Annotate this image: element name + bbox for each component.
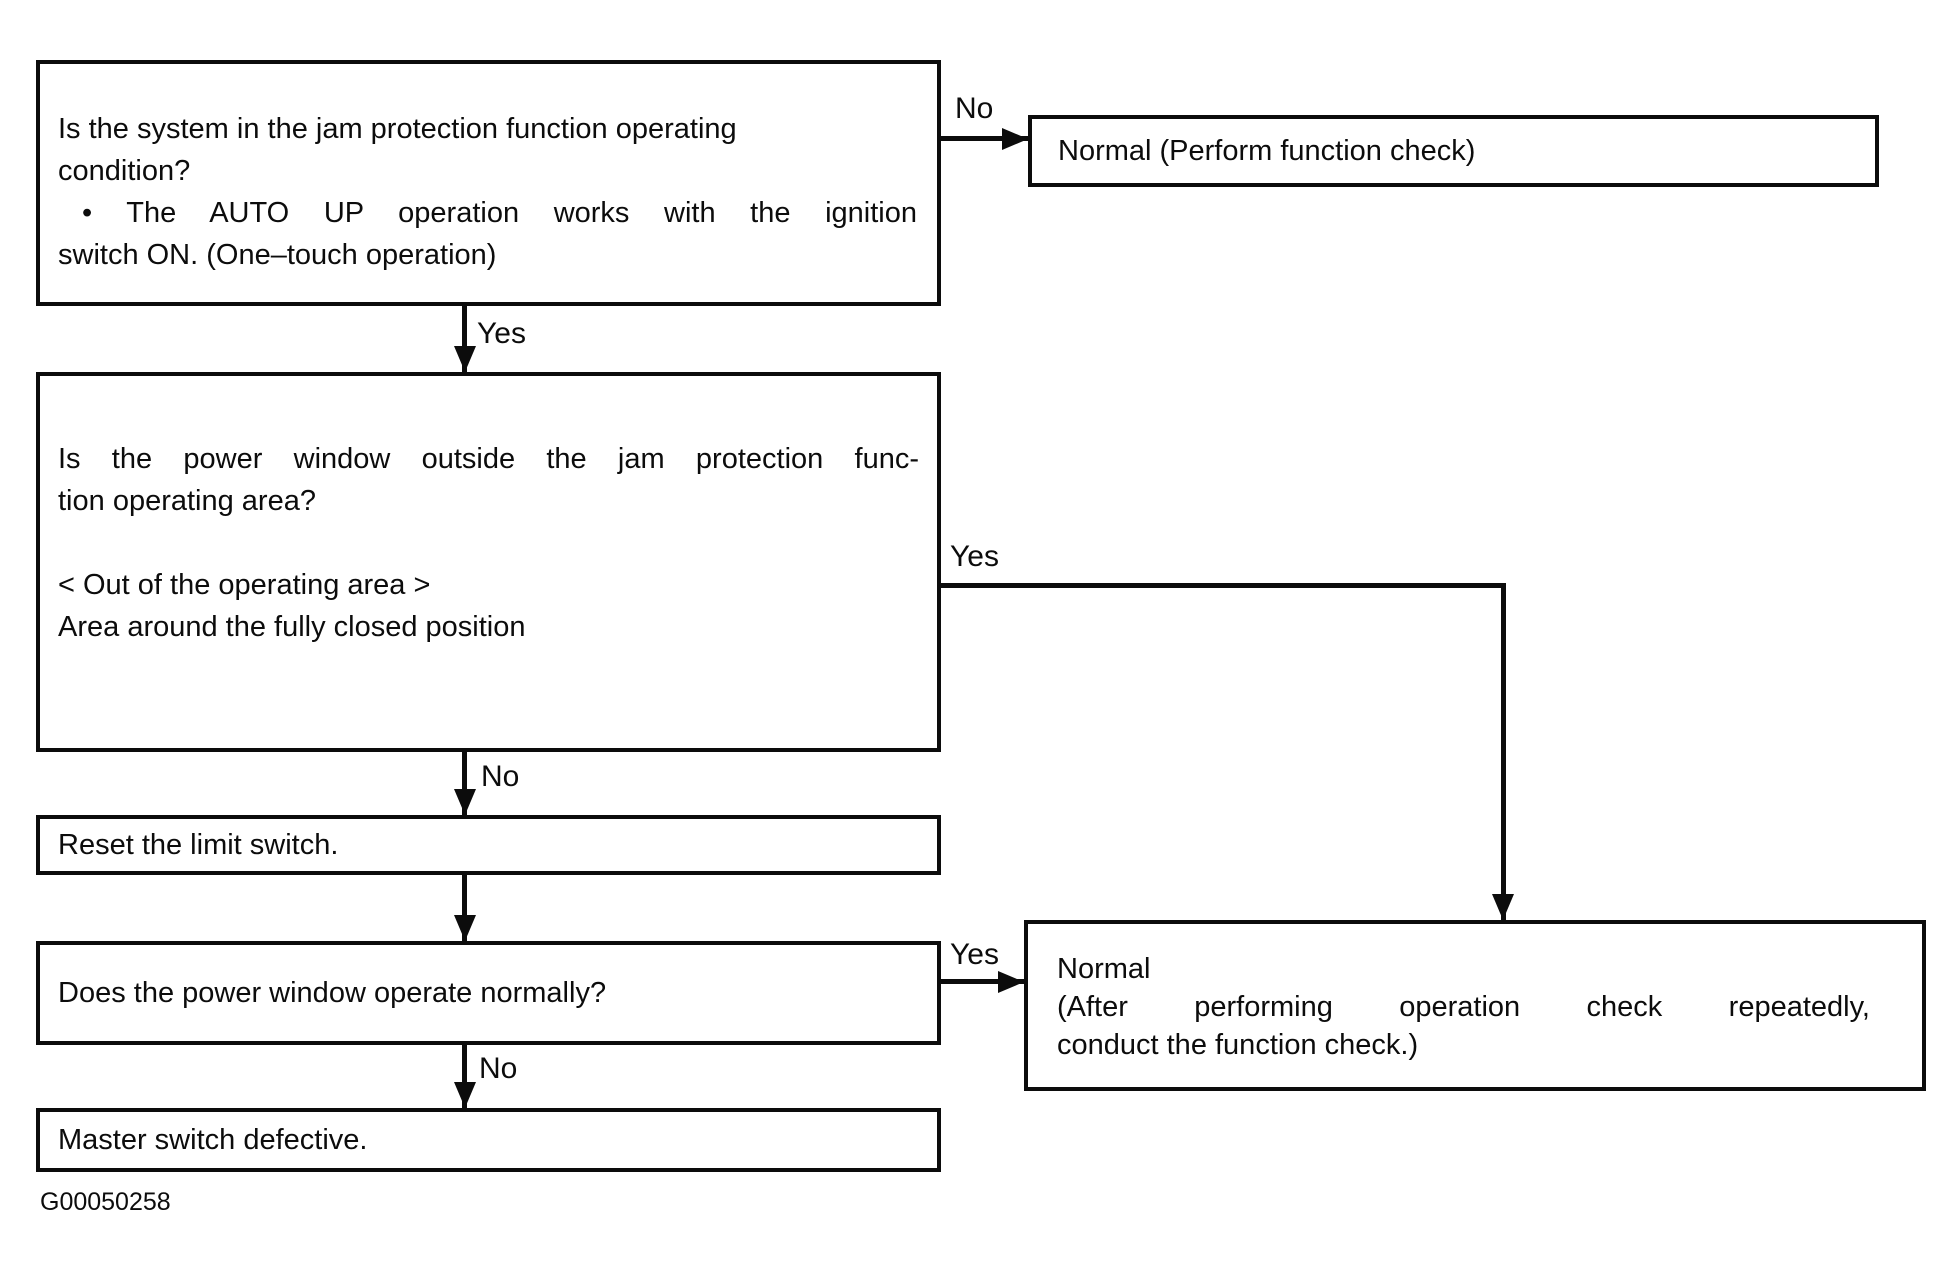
arrow-q3-yes-head <box>998 971 1024 993</box>
node-text-line: Master switch defective. <box>58 1124 368 1156</box>
node-text-line: conduct the function check.) <box>1057 1029 1419 1061</box>
node-text-line: • The AUTO UP operation works with the i… <box>82 197 917 229</box>
node-text-line: Area around the fully closed position <box>58 611 526 643</box>
edge-label-q3-no: No <box>479 1052 518 1085</box>
node-text-line: Is the system in the jam protection func… <box>58 113 737 145</box>
arrow-q1-no-head <box>1002 128 1028 150</box>
arrow-reset-to-q3-line <box>462 875 467 942</box>
edge-label-q3-yes: Yes <box>950 938 999 971</box>
node-normal-perform-function-check: Normal (Perform function check) <box>1028 115 1879 187</box>
arrow-q3-no-head <box>454 1082 476 1108</box>
arrow-q1-yes-line <box>462 306 467 374</box>
arrow-q2-no-head <box>454 789 476 815</box>
node-text-line: (After performing operation check repeat… <box>1057 991 1870 1023</box>
arrow-q2-yes-line-horizontal <box>941 583 1506 588</box>
edge-label-q2-no: No <box>481 760 520 793</box>
arrow-q1-yes-head <box>454 346 476 372</box>
node-action-reset-limit-switch: Reset the limit switch. <box>36 815 941 875</box>
edge-label-q2-yes: Yes <box>950 540 999 573</box>
figure-code: G00050258 <box>40 1188 171 1216</box>
node-text-line: condition? <box>58 155 191 187</box>
node-text-line: Normal <box>1057 953 1151 985</box>
arrow-q2-yes-head <box>1492 894 1514 920</box>
node-text-line: Reset the limit switch. <box>58 829 339 861</box>
edge-label-q1-no: No <box>955 92 994 125</box>
node-result-master-switch-defective: Master switch defective. <box>36 1108 941 1172</box>
node-question-window-operates-normally: Does the power window operate normally? <box>36 941 941 1045</box>
node-text-line: Is the power window outside the jam prot… <box>58 443 919 475</box>
node-question-outside-operating-area: Is the power window outside the jam prot… <box>36 372 941 752</box>
node-text-line: Normal (Perform function check) <box>1058 135 1476 167</box>
arrow-q2-no-line <box>462 752 467 816</box>
edge-label-q1-yes: Yes <box>477 317 526 350</box>
node-text-line: tion operating area? <box>58 485 316 517</box>
node-normal-after-operation-check: Normal (After performing operation check… <box>1024 920 1926 1091</box>
arrow-q3-no-line <box>462 1045 467 1109</box>
node-text-line: switch ON. (One–touch operation) <box>58 239 497 271</box>
node-text-line <box>58 522 919 564</box>
arrow-q2-yes-line-vertical <box>1501 583 1506 920</box>
node-text-line: < Out of the operating area > <box>58 569 431 601</box>
node-question-jam-protection-condition: Is the system in the jam protection func… <box>36 60 941 306</box>
arrow-q1-no-line <box>941 136 1029 141</box>
arrow-reset-to-q3-head <box>454 915 476 941</box>
arrow-q3-yes-line <box>941 979 1025 984</box>
node-text-line: Does the power window operate normally? <box>58 977 607 1009</box>
